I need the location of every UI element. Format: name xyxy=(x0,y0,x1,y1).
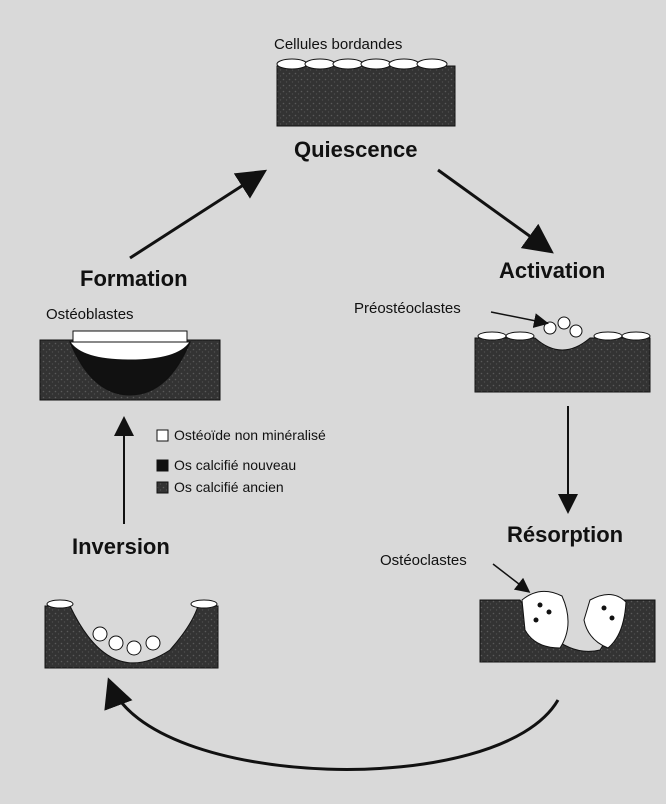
stage-activation: Activation xyxy=(499,258,606,283)
legend-swatch-new-bone xyxy=(156,459,169,472)
preosteoclast-cells xyxy=(543,316,583,338)
legend xyxy=(156,429,169,494)
arrow-resorption-to-inversion xyxy=(104,677,560,771)
stage-formation: Formation xyxy=(80,266,188,291)
top-label: Cellules bordandes xyxy=(274,36,403,53)
inversion-bone-block xyxy=(44,599,219,669)
cycle-arrows xyxy=(104,168,578,771)
lining-cells xyxy=(276,58,448,70)
arrow-quiescence-to-activation xyxy=(437,168,554,254)
leader-osteoclastes xyxy=(492,563,531,593)
legend-swatch-osteoid xyxy=(156,429,169,442)
stage-quiescence: Quiescence xyxy=(294,137,418,162)
label-osteoclastes: Ostéoclastes xyxy=(380,552,467,569)
leader-preosteoclastes xyxy=(490,311,549,329)
arrow-formation-to-quiescence xyxy=(129,169,268,260)
osteoblast-cells xyxy=(72,330,188,343)
osteoclast-cells xyxy=(521,590,627,649)
legend-swatch-old-bone xyxy=(156,481,169,494)
legend-label-new-bone: Os calcifié nouveau xyxy=(174,457,297,473)
reversal-cells xyxy=(92,626,161,656)
stage-resorption: Résorption xyxy=(507,522,624,547)
legend-label-old-bone: Os calcifié ancien xyxy=(174,479,284,495)
resorption-bone-block xyxy=(479,590,656,663)
stage-inversion: Inversion xyxy=(72,534,170,559)
activation-bone-block xyxy=(474,316,651,393)
label-osteoblastes: Ostéoblastes xyxy=(46,306,134,323)
label-preosteoclastes: Préostéoclastes xyxy=(354,300,461,317)
quiescence-bone-block xyxy=(276,58,456,127)
formation-bone-block xyxy=(39,330,221,401)
legend-label-osteoid: Ostéoïde non minéralisé xyxy=(174,427,326,443)
